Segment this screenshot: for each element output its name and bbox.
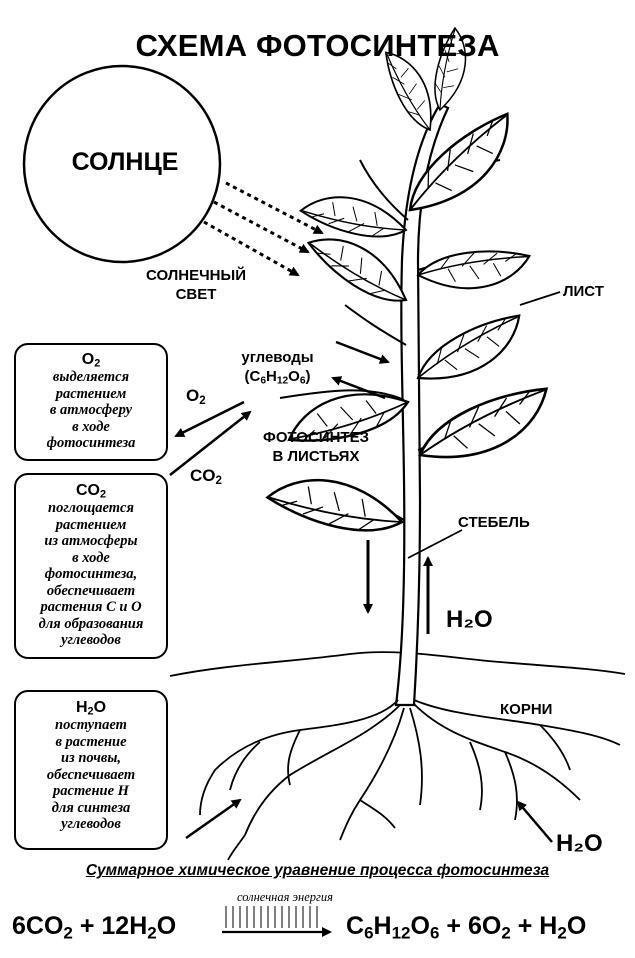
carbs-arrow-in — [335, 340, 390, 364]
root-h2o-label: H₂O — [556, 830, 603, 857]
carbs-arrow-out — [331, 376, 386, 400]
photosynthesis-line1: ФОТОСИНТЕЗ — [263, 429, 369, 446]
summary-title: Суммарное химическое уравнение процесса … — [85, 862, 550, 879]
page-title: СХЕМА ФОТОСИНТЕЗА — [135, 28, 500, 63]
o2-box-body: выделяется растением в атмосферу в ходе … — [46, 369, 136, 451]
carbs-line1: углеводы — [241, 349, 314, 366]
carbs-formula: (C6H12O6) — [244, 368, 311, 387]
roots — [199, 699, 621, 861]
carbs-label: углеводы (C6H12O6) — [225, 348, 330, 386]
stem-label: СТЕБЕЛЬ — [458, 514, 530, 531]
sunlight-line2: СВЕТ — [175, 286, 217, 303]
photosynthesis-line2: В ЛИСТЬЯХ — [272, 448, 360, 465]
co2-arrow-label: CO2 — [190, 466, 222, 487]
sunlight-arrows — [203, 181, 324, 277]
ground-line — [169, 651, 626, 677]
stem-h2o-label: H₂O — [446, 606, 493, 633]
h2o-box-head: H2O — [75, 699, 107, 718]
o2-info-box: O2 выделяется растением в атмосферу в хо… — [14, 343, 168, 461]
equation-right: C6H12O6 + 6O2 + H2O — [346, 912, 587, 943]
stem-pointer — [407, 529, 463, 559]
photosynthesis-label: ФОТОСИНТЕЗ В ЛИСТЬЯХ — [256, 428, 376, 466]
root-water-arrow-left — [185, 798, 242, 840]
sunlight-label: СОЛНЕЧНЫЙ СВЕТ — [136, 266, 256, 304]
equation-left: 6CO2 + 12H2O — [12, 912, 177, 943]
o2-arrow-label: O2 — [186, 386, 206, 407]
sunlight-line1: СОЛНЕЧНЫЙ — [146, 267, 246, 284]
co2-info-box: CO2 поглощается растением из атмосферы в… — [14, 473, 168, 659]
sun-label: СОЛНЦЕ — [71, 148, 179, 176]
o2-arrow — [174, 400, 245, 438]
energy-label: солнечная энергия — [236, 890, 333, 904]
co2-box-body: поглощается растением из атмосферы в ход… — [38, 500, 144, 648]
co2-box-head: CO2 — [75, 482, 107, 501]
o2-box-head: O2 — [81, 351, 101, 370]
stem — [394, 102, 450, 707]
h2o-box-body: поступает в растение из почвы, обеспечив… — [46, 717, 136, 832]
roots-label: КОРНИ — [500, 701, 553, 718]
energy-arrow — [222, 906, 332, 937]
root-water-arrow-right — [516, 800, 553, 843]
leaf-label: ЛИСТ — [563, 283, 604, 300]
h2o-info-box: H2O поступает в растение из почвы, обесп… — [14, 690, 168, 850]
co2-arrow — [169, 410, 252, 476]
leaf-pointer — [519, 291, 561, 306]
sun-circle — [22, 64, 222, 264]
